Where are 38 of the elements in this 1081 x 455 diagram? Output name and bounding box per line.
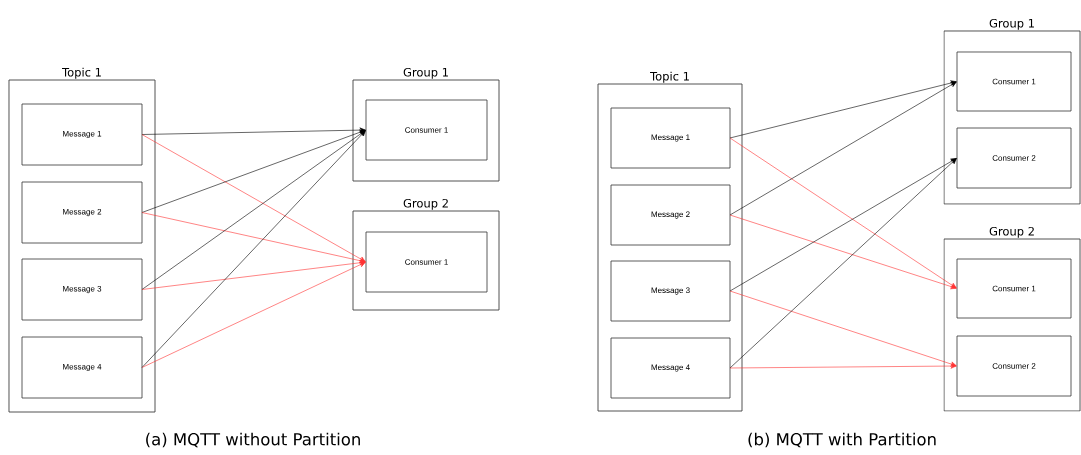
consumer-box: Consumer 1 [956, 258, 1072, 319]
message-box: Message 3 [610, 260, 731, 322]
message-box: Message 4 [610, 337, 731, 399]
message-box: Message 2 [21, 181, 143, 244]
node-label: Group 1 [403, 67, 448, 79]
caption: (a) MQTT without Partition [146, 432, 360, 448]
message-box: Message 4 [21, 336, 143, 399]
arrow [141, 212, 366, 264]
arrow [729, 363, 957, 369]
consumer-box: Consumer 2 [956, 335, 1072, 397]
arrow [141, 129, 366, 213]
message-box: Message 1 [21, 103, 143, 166]
arrow [729, 158, 957, 292]
node-label: Group 2 [403, 198, 448, 210]
arrow [729, 137, 957, 289]
consumer-box: Consumer 1 [365, 99, 488, 161]
arrow [141, 262, 366, 368]
arrow [729, 81, 957, 216]
arrow [141, 260, 366, 290]
caption: (b) MQTT with Partition [748, 432, 936, 448]
message-box: Message 2 [610, 184, 731, 246]
arrow [141, 127, 366, 135]
node-label: Topic 1 [650, 71, 689, 83]
arrow [141, 134, 366, 262]
arrow [729, 158, 957, 369]
arrow [141, 130, 366, 368]
consumer-box: Consumer 1 [365, 231, 488, 293]
arrow [141, 130, 366, 290]
node-label: Group 2 [989, 226, 1034, 238]
node-label: Topic 1 [62, 67, 101, 79]
node-label: Group 1 [989, 18, 1034, 30]
message-box: Message 3 [21, 258, 143, 321]
arrow [729, 214, 957, 290]
message-box: Message 1 [610, 107, 731, 169]
consumer-box: Consumer 2 [956, 127, 1072, 189]
consumer-box: Consumer 1 [956, 51, 1072, 112]
arrow [729, 290, 957, 367]
arrow [729, 80, 957, 139]
